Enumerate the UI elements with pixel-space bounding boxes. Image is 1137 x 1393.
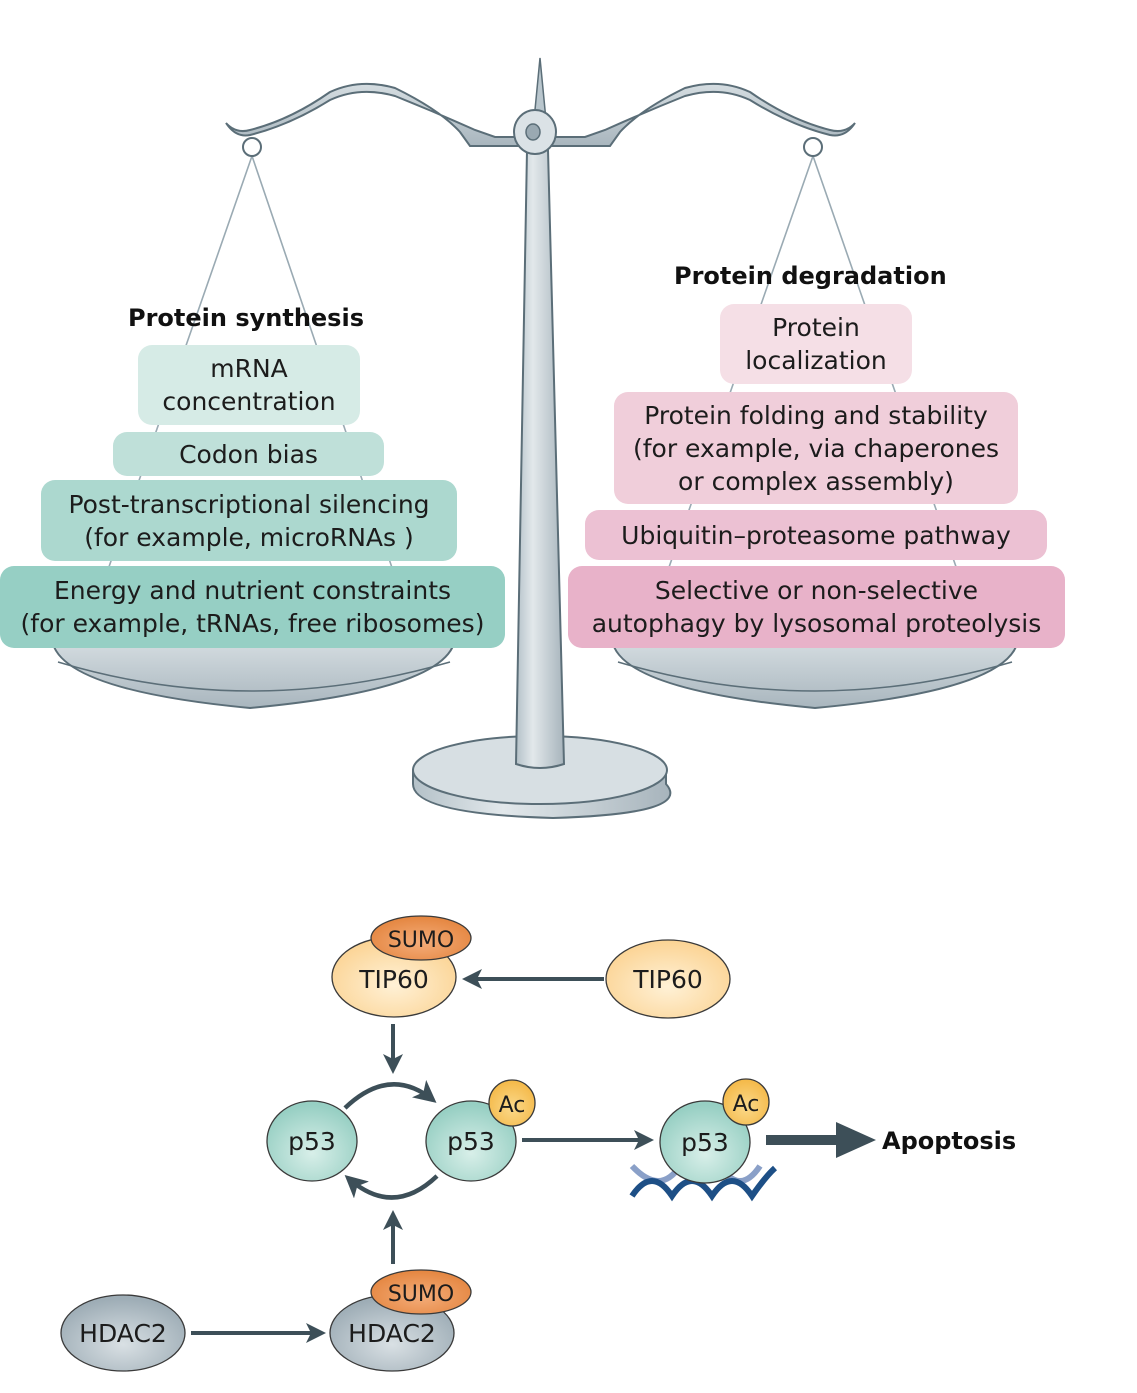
node-p53: p53 (266, 1100, 358, 1182)
sumo-label: SUMO (388, 928, 454, 953)
node-label: HDAC2 (348, 1319, 436, 1348)
left-pan (50, 639, 457, 710)
right-pan (610, 639, 1020, 710)
synthesis-factor-energy: Energy and nutrient constraints (for exa… (0, 566, 505, 648)
sumo-label: SUMO (388, 1282, 454, 1307)
apoptosis-label: Apoptosis (882, 1127, 1016, 1155)
node-hdac2: HDAC2 (60, 1294, 186, 1372)
node-label: p53 (288, 1127, 336, 1156)
node-label: p53 (681, 1128, 729, 1157)
ac-label: Ac (733, 1092, 760, 1117)
node-p53-acetylated: Ac p53 (425, 1079, 536, 1182)
scale-beam (225, 82, 856, 147)
protein-synthesis-heading: Protein synthesis (128, 304, 364, 332)
p53-pathway: TIP60 SUMO TIP60 p53 Ac p53 Ac p53 (60, 915, 1016, 1372)
left-pan-ring (242, 137, 262, 157)
node-label: TIP60 (632, 965, 703, 994)
synthesis-factor-codon: Codon bias (113, 432, 384, 476)
synthesis-factor-mrna: mRNA concentration (138, 345, 360, 425)
arrow-to-apoptosis (766, 1122, 876, 1158)
degradation-factor-localization: Protein localization (720, 304, 912, 384)
ac-label: Ac (499, 1093, 526, 1118)
arrow-deacetylation (344, 1174, 439, 1200)
degradation-factor-autophagy: Selective or non-selective autophagy by … (568, 566, 1065, 648)
degradation-factor-ubiquitin: Ubiquitin–proteasome pathway (585, 510, 1047, 560)
scale-pillar (514, 149, 566, 769)
arrow-acetylation (343, 1079, 437, 1110)
right-pan-ring (803, 137, 823, 157)
node-tip60-sumoylated: SUMO TIP60 (331, 915, 472, 1018)
node-label: p53 (447, 1127, 495, 1156)
scale-base (412, 735, 672, 820)
scale-pivot (513, 109, 557, 155)
node-label: HDAC2 (79, 1319, 167, 1348)
protein-degradation-heading: Protein degradation (674, 262, 947, 290)
synthesis-factor-silencing: Post-transcriptional silencing (for exam… (41, 480, 457, 561)
degradation-factor-folding: Protein folding and stability (for examp… (614, 392, 1018, 504)
node-label: TIP60 (358, 965, 429, 994)
node-hdac2-sumoylated: SUMO HDAC2 (329, 1269, 472, 1372)
node-tip60: TIP60 (605, 939, 731, 1019)
balance-scale (50, 57, 1020, 820)
node-p53-dna-bound: Ac p53 (659, 1078, 770, 1184)
